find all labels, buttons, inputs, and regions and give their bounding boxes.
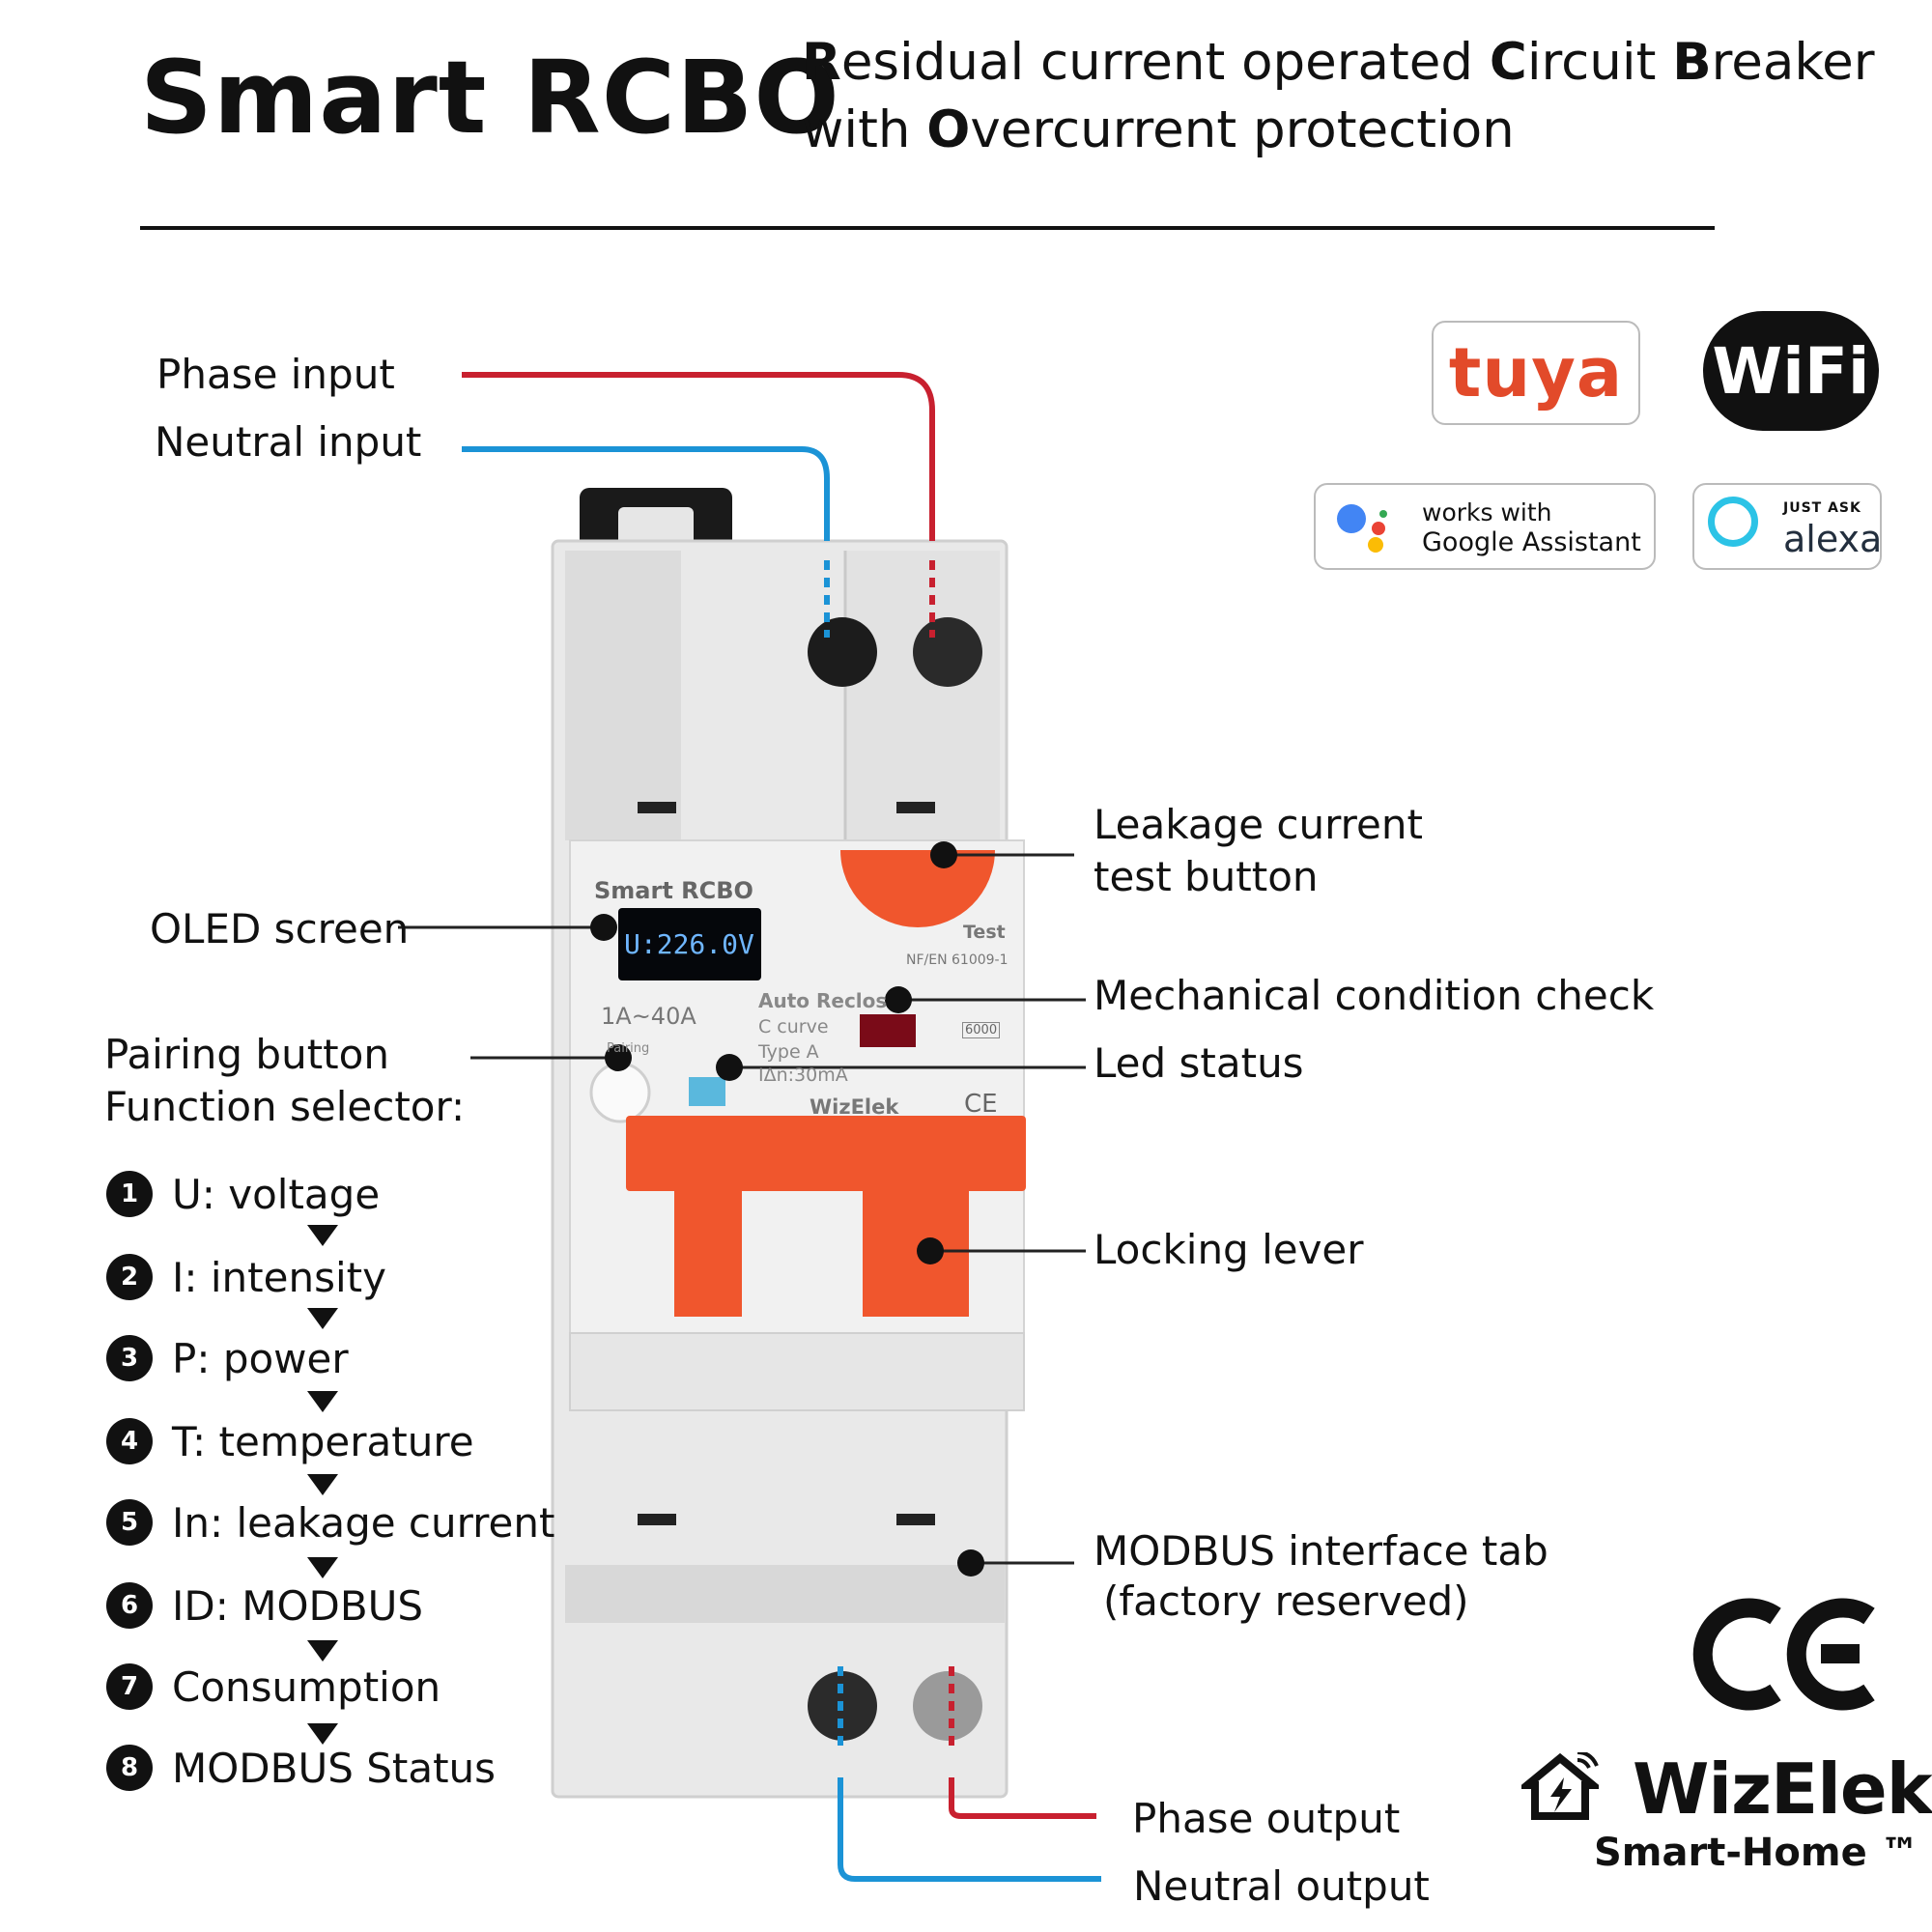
oled-display: [618, 908, 761, 980]
test-button: [840, 850, 995, 927]
function-item: 8 MODBUS Status: [106, 1739, 496, 1797]
status-led: [689, 1077, 725, 1106]
function-item: 1 U: voltage: [106, 1165, 380, 1223]
device-pairing-small: Pairing: [607, 1041, 650, 1056]
footer-brand: WizElek: [1633, 1748, 1932, 1830]
page-title: Smart RCBO: [140, 39, 840, 156]
google-line-2: Google Assistant: [1422, 527, 1641, 557]
device-curve: C curve: [758, 1016, 829, 1037]
function-label: I: intensity: [172, 1253, 386, 1301]
terminal-phase-in: [913, 617, 982, 687]
function-label: In: leakage current: [172, 1498, 555, 1547]
house-bolt-icon: [1521, 1752, 1599, 1820]
device-brand-label: Smart RCBO: [594, 877, 753, 904]
device-type: Type A: [758, 1041, 819, 1063]
mechanical-check-label: Mechanical condition check: [1094, 972, 1655, 1019]
function-number: 1: [106, 1171, 153, 1217]
function-label: U: voltage: [172, 1170, 381, 1218]
pairing-button-label: Pairing button: [104, 1031, 389, 1078]
function-item: 3 P: power: [106, 1329, 349, 1387]
locking-lever-label: Locking lever: [1094, 1226, 1364, 1273]
terminal-phase-out: [913, 1671, 982, 1741]
neutral-input-wire: [462, 446, 830, 541]
led-window: [860, 1014, 916, 1047]
google-assistant-badge: works with Google Assistant: [1314, 483, 1656, 570]
leakage-test-label-1: Leakage current: [1094, 801, 1423, 848]
google-line-1: works with: [1422, 498, 1552, 526]
function-label: MODBUS Status: [172, 1744, 497, 1792]
phase-input-wire: [462, 372, 935, 541]
led-status-label: Led status: [1094, 1039, 1304, 1087]
function-item: 2 I: intensity: [106, 1248, 386, 1306]
page-subtitle: Residual current operated Circuit Breake…: [802, 29, 1875, 164]
modbus-tab-label-1: MODBUS interface tab: [1094, 1527, 1548, 1575]
device-rating: 1A~40A: [601, 1003, 696, 1030]
google-assistant-icon: [1337, 500, 1391, 554]
function-number: 5: [106, 1499, 153, 1546]
leakage-test-label-2: test button: [1094, 853, 1319, 900]
header-divider: [140, 226, 1715, 230]
neutral-output-label: Neutral output: [1133, 1862, 1430, 1910]
oled-reading: U:226.0V: [624, 928, 754, 960]
modbus-tab-label-2: (factory reserved): [1103, 1577, 1469, 1625]
lever-bar: [626, 1116, 1026, 1191]
oled-screen-label: OLED screen: [150, 905, 410, 952]
neutral-input-label: Neutral input: [155, 418, 422, 466]
device-ce-small: CE: [964, 1090, 998, 1119]
function-label: Consumption: [172, 1662, 441, 1711]
function-label: T: temperature: [172, 1417, 474, 1465]
function-number: 4: [106, 1418, 153, 1464]
footer-tagline: Smart-Home ™: [1594, 1831, 1919, 1875]
function-number: 6: [106, 1582, 153, 1629]
alexa-ring-icon: [1708, 497, 1758, 547]
ce-mark: [1692, 1598, 1875, 1711]
device-capacity: 6000: [962, 1022, 1001, 1038]
device-auto-reclose: Auto Reclos: [758, 989, 888, 1012]
alexa-line-1: JUST ASK: [1783, 500, 1861, 516]
function-item: 5 In: leakage current: [106, 1493, 554, 1551]
alexa-line-2: alexa: [1783, 518, 1883, 560]
neutral-output-wire: [838, 1777, 1101, 1882]
wifi-logo: WiFi: [1712, 333, 1870, 409]
phase-output-wire: [949, 1777, 1096, 1819]
phase-input-label: Phase input: [156, 351, 395, 398]
terminal-neutral-in: [808, 617, 877, 687]
function-number: 3: [106, 1335, 153, 1381]
subtitle-line-2: with Overcurrent protection: [802, 100, 1515, 159]
subtitle-line-1: Residual current operated Circuit Breake…: [802, 33, 1875, 92]
pairing-button: [589, 1062, 651, 1123]
function-number: 8: [106, 1745, 153, 1791]
function-label: ID: MODBUS: [172, 1581, 424, 1630]
phase-output-label: Phase output: [1132, 1795, 1401, 1842]
tuya-badge: tuya: [1432, 321, 1640, 425]
device-test-label: Test: [963, 922, 1006, 943]
modbus-tab: [565, 1565, 1005, 1623]
function-item: 7 Consumption: [106, 1658, 440, 1716]
function-item: 6 ID: MODBUS: [106, 1577, 423, 1634]
device-maker: WizElek: [810, 1095, 899, 1119]
function-number: 2: [106, 1254, 153, 1300]
function-label: P: power: [172, 1334, 349, 1382]
tuya-logo: tuya: [1448, 333, 1624, 412]
function-arrows: [307, 1225, 338, 1745]
function-selector-label: Function selector:: [104, 1083, 466, 1130]
device-leak-rating: IΔn:30mA: [758, 1065, 848, 1086]
function-item: 4 T: temperature: [106, 1412, 474, 1470]
alexa-badge: JUST ASK alexa: [1692, 483, 1882, 570]
function-number: 7: [106, 1663, 153, 1710]
device-standard: NF/EN 61009-1: [906, 952, 1009, 968]
wifi-badge: WiFi: [1703, 311, 1879, 431]
